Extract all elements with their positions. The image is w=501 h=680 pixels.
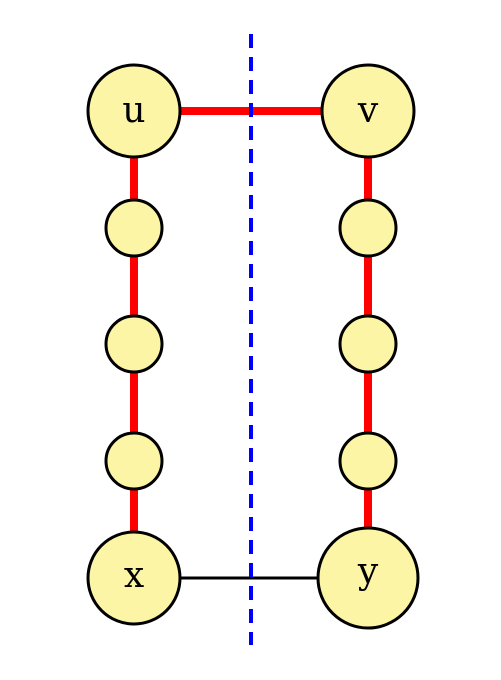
- node-v: v: [320, 63, 416, 159]
- node-u: u: [86, 63, 182, 159]
- right-path-nodes: [338, 198, 398, 491]
- node-v-circle: [320, 63, 416, 159]
- path-node-left-3: [104, 431, 164, 491]
- path-node-right-3: [338, 431, 398, 491]
- node-y: y: [316, 526, 420, 630]
- path-node-right-1: [338, 198, 398, 258]
- path-node-left-2: [104, 314, 164, 374]
- node-v-label: v: [357, 90, 379, 131]
- node-y-circle: [316, 526, 420, 630]
- node-y-label: y: [357, 551, 379, 592]
- node-x-label: x: [124, 555, 144, 596]
- node-u-circle: [86, 63, 182, 159]
- node-x-circle: [86, 530, 182, 626]
- node-u-label: u: [122, 90, 145, 131]
- node-x: x: [86, 530, 182, 626]
- path-node-left-1: [104, 198, 164, 258]
- left-path-nodes: [104, 198, 164, 491]
- path-node-right-2: [338, 314, 398, 374]
